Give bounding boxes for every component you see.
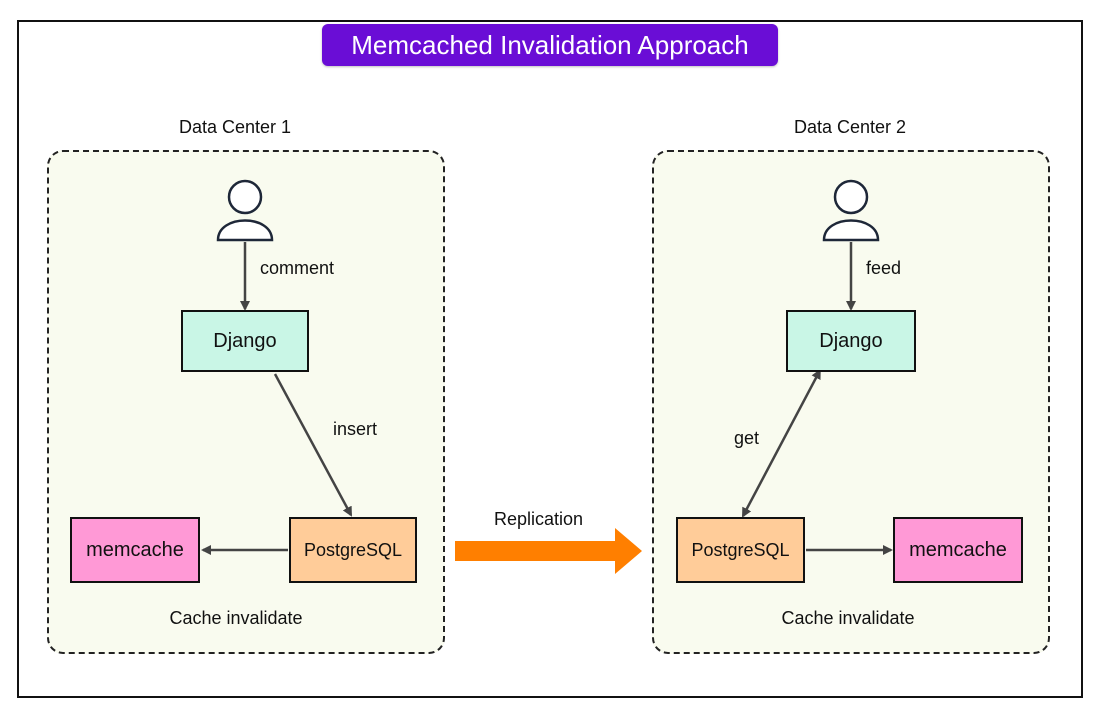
diagram-frame [17, 20, 1083, 698]
dc2-label: Data Center 2 [793, 117, 907, 137]
dc1-django-node: Django [181, 310, 309, 372]
dc1-memcache-node: memcache [70, 517, 200, 583]
dc1-label: Data Center 1 [178, 117, 292, 137]
dc1-postgres-node: PostgreSQL [289, 517, 417, 583]
dc2-get-label: get [734, 428, 760, 448]
dc2-feed-label: feed [866, 258, 902, 278]
dc1-comment-label: comment [260, 258, 335, 278]
replication-label: Replication [494, 509, 584, 529]
dc2-caption: Cache invalidate [781, 608, 915, 628]
dc2-postgres-node: PostgreSQL [676, 517, 805, 583]
dc1-caption: Cache invalidate [169, 608, 303, 628]
dc2-django-node: Django [786, 310, 916, 372]
dc1-insert-label: insert [333, 419, 378, 439]
dc2-memcache-node: memcache [893, 517, 1023, 583]
diagram-title: Memcached Invalidation Approach [322, 24, 778, 66]
